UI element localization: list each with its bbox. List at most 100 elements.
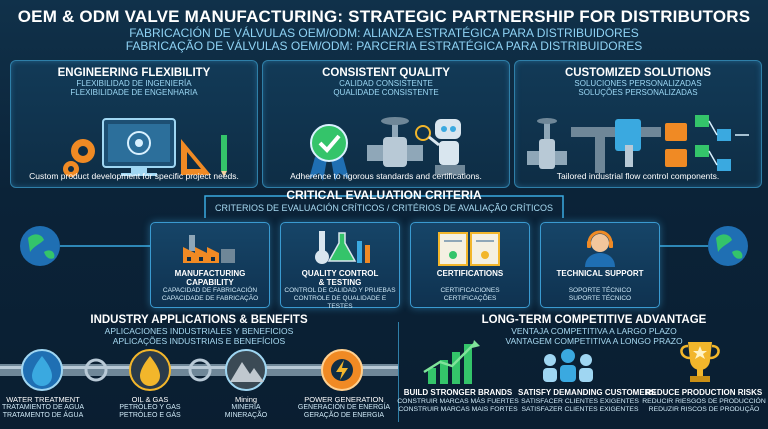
advantage-build-brands: BUILD STRONGER BRANDS CONSTRUIR MARCAS M… — [396, 388, 520, 414]
section-divider — [398, 322, 399, 422]
card-label-es: CERTIFICACIONES — [440, 287, 500, 294]
subtitle-portuguese: FABRICAÇÃO DE VÁLVULAS OEM/ODM: PARCERIA… — [125, 39, 643, 53]
applications-subtitle-pt: APLICAÇÕES INDUSTRIAIS E BENEFÍCIOS — [112, 336, 286, 346]
application-power-generation: POWER GENERATION GENERACIÓN DE ENERGÍA G… — [296, 396, 392, 420]
quality-illustration — [263, 99, 509, 183]
solutions-illustration — [515, 99, 761, 183]
engineering-illustration — [11, 99, 257, 183]
ruler-triangle-icon — [181, 139, 211, 175]
criteria-subtitle: CRITERIOS DE EVALUACIÓN CRÍTICOS / CRITÉ… — [214, 203, 554, 213]
card-label-line2: CAPABILITY — [186, 278, 234, 287]
advantage-label: BUILD STRONGER BRANDS — [403, 388, 513, 397]
advantage-illustration — [423, 340, 720, 384]
water-drop-icon — [21, 349, 63, 391]
criteria-card-quality-control: QUALITY CONTROL & TESTING CONTROL DE CAL… — [280, 222, 400, 310]
card-label-pt: CERTIFICAÇÕES — [443, 295, 497, 302]
oil-drop-icon — [129, 349, 171, 391]
advantage-label-pt: SATISFAZER CLIENTES EXIGENTES — [521, 406, 639, 413]
application-label: WATER TREATMENT — [6, 395, 80, 404]
advantage-label: REDUCE PRODUCTION RISKS — [645, 388, 763, 397]
gear-icon — [63, 139, 95, 177]
pipeline-illustration — [0, 349, 398, 391]
lab-flask-icon — [315, 231, 370, 264]
panel-consistent-quality: CONSISTENT QUALITY CALIDAD CONSISTENTE Q… — [262, 60, 510, 188]
panel-subtitle-es: FLEXIBILIDAD DE INGENIERÍA — [76, 79, 192, 88]
application-label: Mining — [234, 395, 258, 404]
advantage-label-es: SATISFACER CLIENTES EXIGENTES — [521, 398, 639, 405]
monitor-icon — [102, 118, 176, 176]
panel-caption: Custom product development for specific … — [29, 171, 239, 181]
certificate-icon — [438, 232, 500, 266]
application-oil-gas: OIL & GAS PETRÓLEO Y GAS PETRÓLEO E GÁS — [107, 396, 193, 420]
application-label-es: PETRÓLEO Y GAS — [119, 404, 181, 411]
card-label-pt: CONTROLE DE QUALIDADE E TESTES — [293, 295, 387, 310]
header: OEM & ODM VALVE MANUFACTURING: STRATEGIC… — [0, 0, 768, 58]
panel-title: ENGINEERING FLEXIBILITY — [57, 67, 211, 79]
flow-diagram-icon — [695, 115, 749, 171]
application-label-es: MINERÍA — [231, 404, 261, 411]
card-label-line2: & TESTING — [318, 278, 362, 287]
panel-subtitle-pt: SOLUÇÕES PERSONALIZADAS — [578, 88, 698, 97]
advantage-subtitle-es: VENTAJA COMPETITIVA A LARGO PLAZO — [511, 326, 677, 336]
card-label-pt: SUPORTE TÉCNICO — [568, 295, 632, 302]
application-label-pt: MINERAÇÃO — [224, 412, 268, 419]
application-label-pt: GERAÇÃO DE ENERGIA — [303, 412, 385, 419]
application-water-treatment: WATER TREATMENT TRATAMIENTO DE AGUA TRAT… — [0, 396, 86, 420]
subtitle-spanish: FABRICACIÓN DE VÁLVULAS OEM/ODM: ALIANZA… — [129, 26, 639, 40]
card-label-line1: QUALITY CONTROL — [301, 269, 379, 278]
panel-engineering-flexibility: ENGINEERING FLEXIBILITY FLEXIBILIDAD DE … — [10, 60, 258, 188]
advantage-subtitle-pt: VANTAGEM COMPETITIVA A LONGO PRAZO — [505, 336, 683, 346]
applications-title: INDUSTRY APPLICATIONS & BENEFITS — [90, 314, 308, 326]
card-label-line1: MANUFACTURING — [174, 269, 246, 278]
criteria-card-manufacturing: MANUFACTURING CAPABILITY CAPACIDAD DE FA… — [150, 222, 270, 308]
panel-caption: Adherence to rigorous standards and cert… — [290, 171, 482, 181]
advantage-header: LONG-TERM COMPETITIVE ADVANTAGE VENTAJA … — [420, 314, 768, 346]
valve-assembly-icon — [527, 118, 567, 169]
card-label-es: SOPORTE TÉCNICO — [568, 287, 632, 294]
panel-title: CONSISTENT QUALITY — [322, 67, 450, 79]
panel-subtitle-es: SOLUCIONES PERSONALIZADAS — [574, 79, 702, 88]
robot-icon — [415, 119, 465, 175]
customers-icon — [543, 349, 593, 382]
application-label-pt: TRATAMENTO DE ÁGUA — [2, 412, 84, 419]
globe-icon — [708, 226, 748, 266]
panel-subtitle-es: CALIDAD CONSISTENTE — [339, 79, 433, 88]
advantage-title: LONG-TERM COMPETITIVE ADVANTAGE — [481, 314, 707, 326]
application-label-pt: PETRÓLEO E GÁS — [119, 412, 181, 419]
card-label-line1: TECHNICAL SUPPORT — [556, 269, 644, 278]
application-label: OIL & GAS — [131, 395, 169, 404]
criteria-connector-lines — [20, 195, 748, 266]
advantage-label: SATISFY DEMANDING CUSTOMERS — [518, 388, 656, 397]
application-mining: Mining MINERÍA MINERAÇÃO — [203, 396, 289, 420]
card-label-es: CAPACIDAD DE FABRICACIÓN — [162, 287, 258, 294]
advantage-label-pt: CONSTRUIR MARCAS MAIS FORTES — [398, 406, 518, 413]
check-badge-icon — [309, 124, 349, 181]
applications-header: INDUSTRY APPLICATIONS & BENEFITS APLICAC… — [0, 314, 398, 346]
valve-wheel-icon — [84, 358, 212, 382]
pencil-icon — [221, 135, 227, 177]
panel-title: CUSTOMIZED SOLUTIONS — [564, 67, 712, 79]
globe-icon — [20, 226, 60, 266]
factory-icon — [183, 235, 235, 263]
applications-subtitle-es: APLICACIONES INDUSTRIALES Y BENEFICIOS — [104, 326, 294, 336]
growth-chart-icon — [423, 340, 480, 384]
advantage-label-es: REDUCIR RIESGOS DE PRODUCCIÓN — [642, 398, 766, 405]
mountain-icon — [225, 349, 267, 391]
panel-customized-solutions: CUSTOMIZED SOLUTIONS SOLUCIONES PERSONAL… — [514, 60, 762, 188]
pipe-network-icon — [571, 119, 687, 173]
main-title: OEM & ODM VALVE MANUFACTURING: STRATEGIC… — [17, 7, 751, 26]
headset-agent-icon — [585, 230, 615, 267]
panel-subtitle-pt: FLEXIBILIDADE DE ENGENHARIA — [70, 88, 198, 97]
panel-subtitle-pt: QUALIDADE CONSISTENTE — [333, 88, 439, 97]
advantage-satisfy-customers: SATISFY DEMANDING CUSTOMERS SATISFACER C… — [518, 388, 656, 414]
application-label: POWER GENERATION — [304, 395, 384, 404]
valve-icon — [367, 117, 423, 167]
application-label-es: TRATAMIENTO DE AGUA — [1, 404, 85, 411]
advantage-label-es: CONSTRUIR MARCAS MÁS FUERTES — [397, 398, 519, 405]
advantage-label-pt: REDUZIR RISCOS DE PRODUÇÃO — [648, 406, 760, 413]
criteria-card-technical-support: TECHNICAL SUPPORT SOPORTE TÉCNICO SUPORT… — [540, 222, 660, 308]
panel-caption: Tailored industrial flow control compone… — [556, 171, 720, 181]
card-label-line1: CERTIFICATIONS — [436, 269, 504, 278]
criteria-title: CRITICAL EVALUATION CRITERIA — [286, 188, 482, 202]
